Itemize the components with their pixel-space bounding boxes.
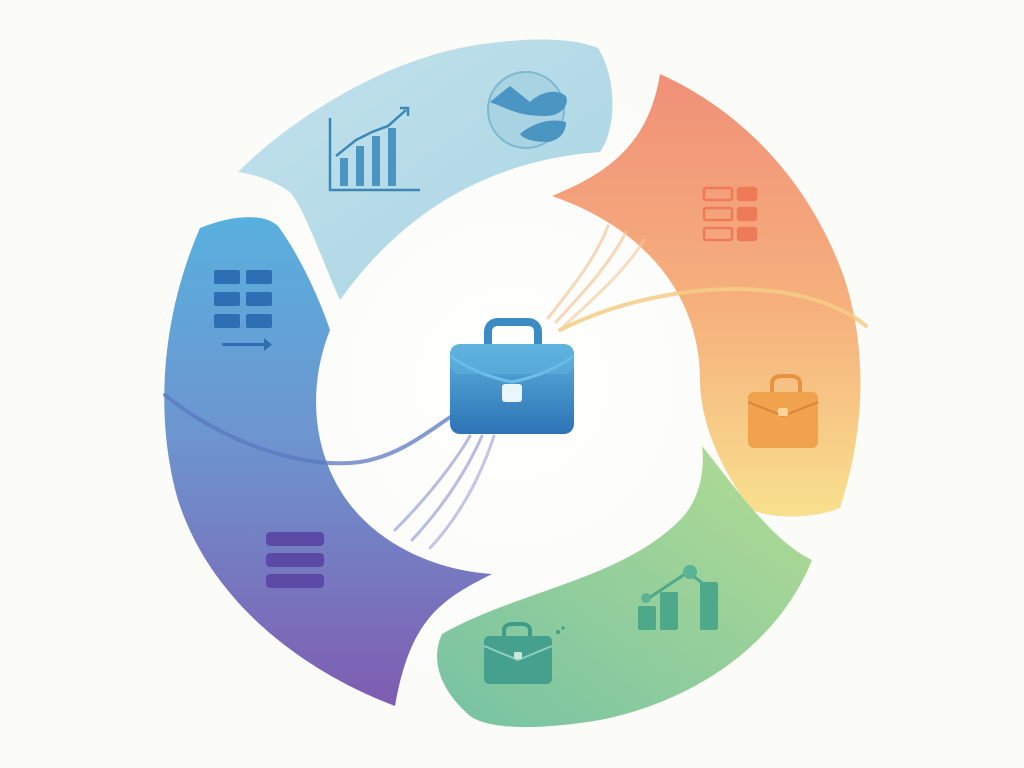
pie-chart-icon (487, 71, 567, 149)
center-briefcase-icon (449, 318, 575, 434)
briefcase-icon (483, 622, 565, 684)
grid-table-icon (214, 270, 272, 351)
connector-lines (163, 224, 868, 550)
briefcase-icon (747, 374, 819, 448)
bar-chart-trend-icon (328, 106, 420, 192)
segment-operations (164, 217, 492, 706)
bar-chart-icon (638, 565, 718, 630)
list-stack-icon (266, 532, 324, 588)
grid-table-icon (702, 186, 758, 242)
